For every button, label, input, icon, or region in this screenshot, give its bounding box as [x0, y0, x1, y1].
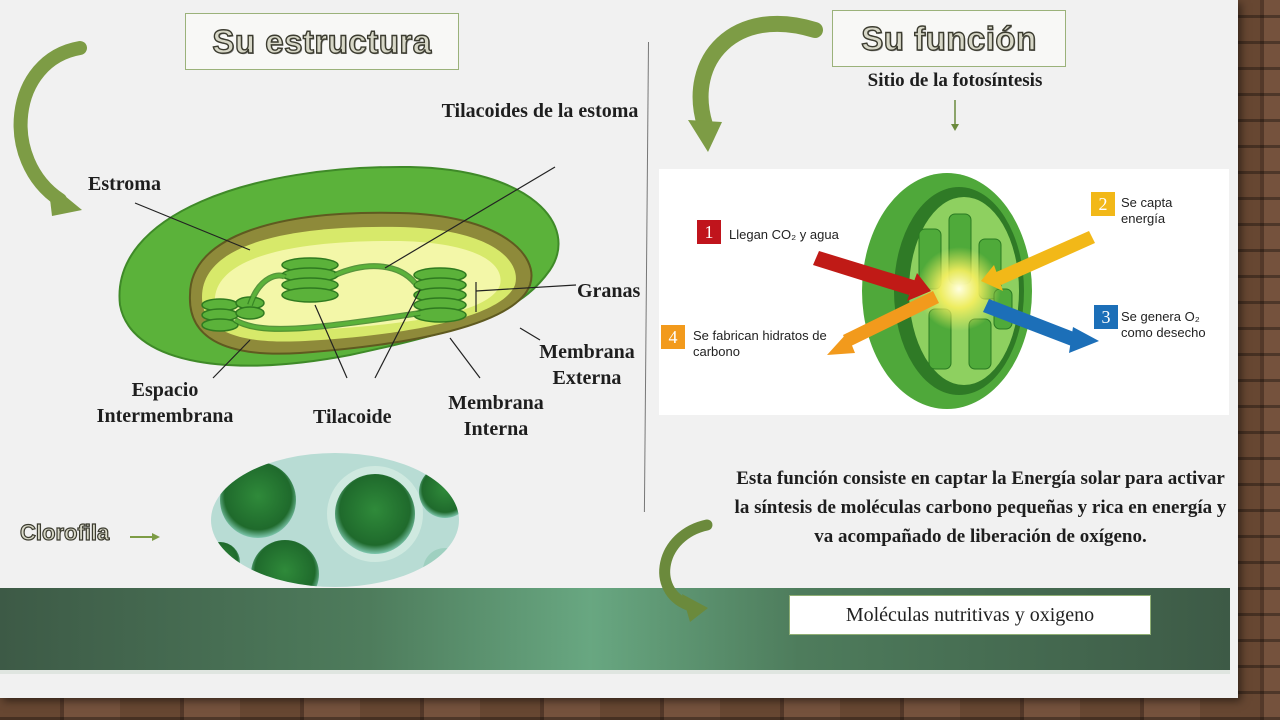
step-2-badge: 2: [1091, 192, 1115, 216]
function-title-box: Su función: [832, 10, 1066, 67]
result-box: Moléculas nutritivas y oxigeno: [789, 595, 1151, 635]
label-espacio-intermembrana: Espacio Intermembrana: [96, 379, 234, 427]
label-membrana-interna: Membrana Interna: [448, 392, 544, 440]
step-4-badge: 4: [661, 325, 685, 349]
structure-title: Su estructura: [212, 22, 432, 60]
step-2-text: Se capta energía: [1121, 195, 1173, 227]
step-1-badge: 1: [697, 220, 721, 244]
leader-lines: [134, 166, 577, 379]
label-granas: Granas: [577, 280, 641, 302]
label-membrana-externa: Membrana Externa: [539, 341, 635, 389]
function-subtitle: Sitio de la fotosíntesis: [867, 70, 1043, 91]
step-4-text: Se fabrican hidratos de carbono: [693, 328, 827, 360]
label-tilacoides-estoma: Tilacoides de la estoma: [441, 100, 639, 122]
photosynthesis-illustration: 1 Llegan CO₂ y agua 2 Se capta energía 3…: [659, 169, 1229, 415]
chloroplast-diagram: [118, 165, 560, 367]
step-3-text: Se genera O₂ como desecho: [1121, 309, 1206, 341]
label-tilacoide: Tilacoide: [313, 406, 392, 428]
clorofila-label: Clorofila: [19, 519, 110, 545]
function-paragraph: Esta función consiste en captar la Energ…: [734, 468, 1227, 547]
chloroplast-3d: [813, 173, 1099, 409]
structure-title-box: Su estructura: [185, 13, 459, 70]
bottom-band-border: [0, 670, 1230, 674]
function-title: Su función: [861, 19, 1037, 57]
step-3-badge: 3: [1094, 305, 1118, 329]
step-1-text: Llegan CO₂ y agua: [729, 227, 839, 242]
slide: Su estructura Su función Sitio de la fot…: [0, 0, 1238, 698]
label-estroma: Estroma: [88, 173, 161, 195]
chlorophyll-photo: [211, 453, 459, 587]
curved-arrows: [13, 15, 959, 622]
